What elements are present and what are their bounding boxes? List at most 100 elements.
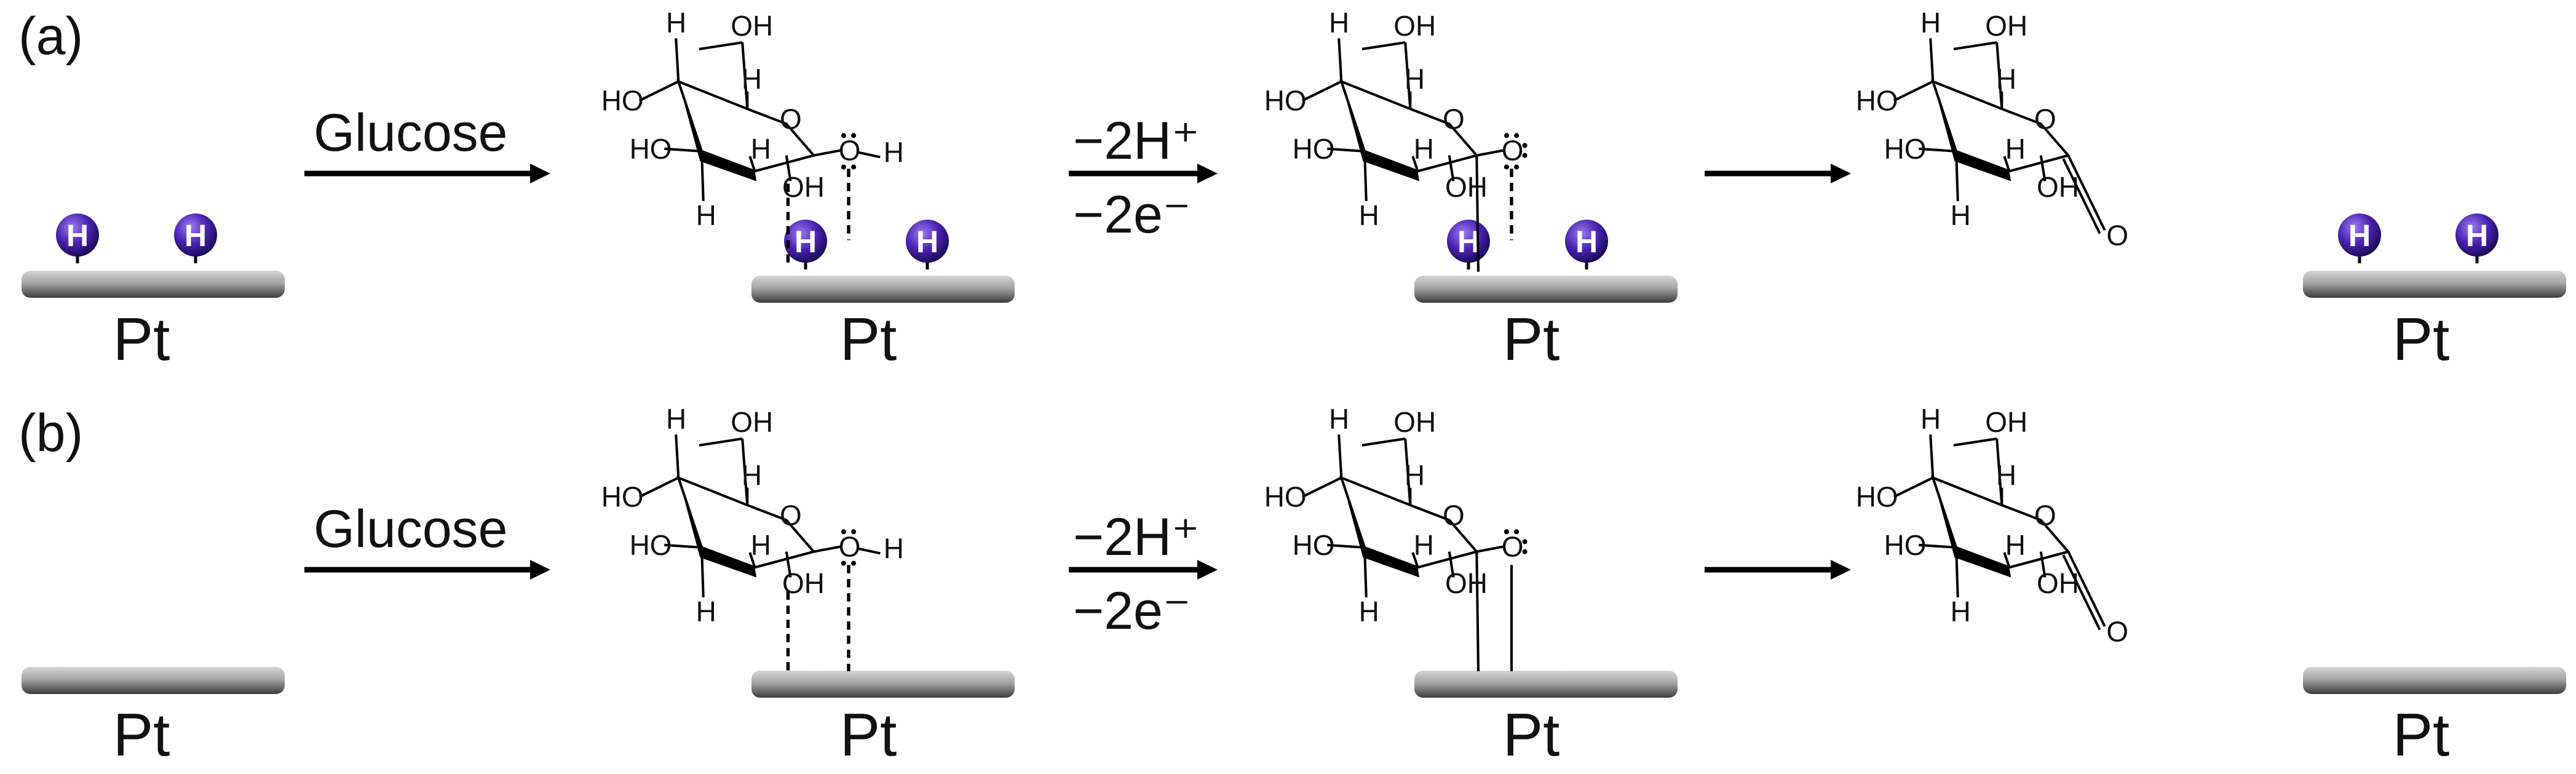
svg-text:H: H (742, 460, 762, 492)
svg-text:H: H (1920, 403, 1941, 435)
svg-text:OH: OH (731, 406, 773, 438)
adsorbed-h-label: H (916, 225, 938, 259)
svg-text:HO: HO (630, 529, 672, 561)
step-label-bottom: −2e⁻ (1073, 185, 1191, 244)
svg-text:OH: OH (1985, 406, 2027, 438)
adsorbed-h-label: H (1457, 225, 1480, 259)
pt-surface-b1: Pt (22, 667, 285, 768)
svg-text:HO: HO (1884, 529, 1927, 561)
adsorbed-h-label: H (66, 218, 89, 253)
svg-text:O: O (1443, 499, 1465, 531)
svg-text:H: H (1405, 460, 1425, 492)
svg-text:O: O (2106, 219, 2128, 251)
svg-text:H: H (751, 529, 771, 561)
svg-text:H: H (751, 133, 771, 165)
glucose-adsorbed-b: H OH HO H O HO H OH H O H Pt (601, 403, 1015, 768)
panel-label-b: (b) (18, 404, 83, 463)
svg-text:O: O (1502, 531, 1524, 563)
svg-text:HO: HO (1264, 85, 1307, 117)
adsorbed-h-label: H (2466, 218, 2488, 253)
reactant-label: Glucose (314, 103, 508, 162)
svg-text:O: O (780, 499, 802, 531)
arrow-desorption-a (1705, 164, 1851, 183)
svg-text:H: H (1951, 199, 1971, 231)
svg-text:O: O (2106, 615, 2128, 647)
svg-text:H: H (696, 199, 716, 231)
svg-text:HO: HO (630, 133, 672, 165)
svg-text:H: H (1359, 199, 1379, 231)
svg-text:O: O (1502, 135, 1524, 167)
adsorbed-h-label: H (184, 218, 207, 253)
panel-b: (b) Pt Glucose H OH HO H (18, 403, 2566, 768)
svg-text:HO: HO (1856, 85, 1898, 117)
pt-label: Pt (2393, 305, 2450, 373)
svg-text:O: O (2034, 499, 2056, 531)
svg-text:OH: OH (1393, 10, 1436, 42)
pt-label: Pt (1503, 701, 1560, 768)
svg-text:HO: HO (601, 85, 644, 117)
adsorbed-h-label: H (2348, 218, 2371, 253)
svg-text:HO: HO (601, 481, 644, 513)
svg-text:H: H (696, 596, 716, 628)
svg-text:OH: OH (782, 171, 825, 203)
svg-text:H: H (1951, 596, 1971, 628)
svg-text:H: H (884, 136, 904, 168)
svg-text:H: H (1414, 133, 1434, 165)
svg-text:O: O (2034, 103, 2056, 135)
pt-label: Pt (113, 305, 170, 373)
svg-text:H: H (1329, 403, 1349, 435)
svg-text:OH: OH (1445, 567, 1488, 599)
pt-surface-a1: H H Pt (22, 213, 285, 373)
svg-text:OH: OH (2037, 171, 2079, 203)
arrow-desorption-b (1705, 560, 1851, 580)
adsorbed-h-label: H (1575, 225, 1598, 259)
gluconolactone-a: H OH HO H O HO H OH H O (1856, 7, 2128, 252)
svg-text:HO: HO (1293, 133, 1335, 165)
svg-text:H: H (2005, 529, 2026, 561)
svg-text:H: H (1996, 63, 2016, 95)
svg-text:OH: OH (1445, 171, 1488, 203)
svg-text:H: H (1405, 63, 1425, 95)
svg-text:H: H (666, 403, 686, 435)
arrow-oxidation-a: −2H⁺ −2e⁻ (1069, 111, 1218, 244)
pt-label: Pt (840, 701, 897, 768)
svg-text:H: H (1414, 529, 1434, 561)
svg-text:H: H (2005, 133, 2026, 165)
pt-label: Pt (840, 305, 897, 373)
gluconolactone-b: H OH HO H O HO H OH H O (1856, 403, 2128, 648)
svg-text:OH: OH (1985, 10, 2027, 42)
svg-text:HO: HO (1884, 133, 1927, 165)
pt-label: Pt (2393, 701, 2450, 768)
svg-text:H: H (1920, 7, 1941, 39)
pt-label: Pt (113, 701, 170, 768)
svg-text:H: H (1329, 7, 1349, 39)
intermediate-adsorbed-a: H H H OH HO H O HO H OH H O Pt (1264, 7, 1678, 373)
svg-text:O: O (839, 531, 861, 563)
svg-text:HO: HO (1856, 481, 1898, 513)
step-label-top: −2H⁺ (1073, 508, 1200, 567)
svg-text:O: O (839, 135, 861, 167)
svg-text:H: H (884, 532, 904, 564)
svg-text:H: H (1996, 460, 2016, 492)
panel-a: (a) H H Pt Glucose H H (18, 7, 2566, 373)
arrow-glucose-b: Glucose (304, 500, 550, 580)
step-label-top: −2H⁺ (1073, 111, 1200, 170)
svg-text:OH: OH (2037, 567, 2079, 599)
step-label-bottom: −2e⁻ (1073, 581, 1191, 640)
glucose-adsorbed-a: H H H OH HO H O HO H OH H O H (601, 7, 1015, 373)
adsorbed-h-label: H (795, 225, 817, 259)
svg-text:HO: HO (1293, 529, 1335, 561)
svg-text:OH: OH (1393, 406, 1436, 438)
panel-label-a: (a) (18, 7, 83, 66)
svg-text:OH: OH (731, 10, 773, 42)
pt-surface-b5: Pt (2303, 667, 2566, 768)
pt-surface-a5: H H Pt (2303, 213, 2566, 373)
intermediate-adsorbed-b: H OH HO H O HO H OH H O Pt (1264, 403, 1678, 768)
reactant-label: Glucose (314, 500, 508, 559)
svg-text:H: H (742, 63, 762, 95)
pt-label: Pt (1503, 305, 1560, 373)
svg-text:HO: HO (1264, 481, 1307, 513)
arrow-glucose-a: Glucose (304, 103, 550, 183)
arrow-oxidation-b: −2H⁺ −2e⁻ (1069, 508, 1218, 640)
